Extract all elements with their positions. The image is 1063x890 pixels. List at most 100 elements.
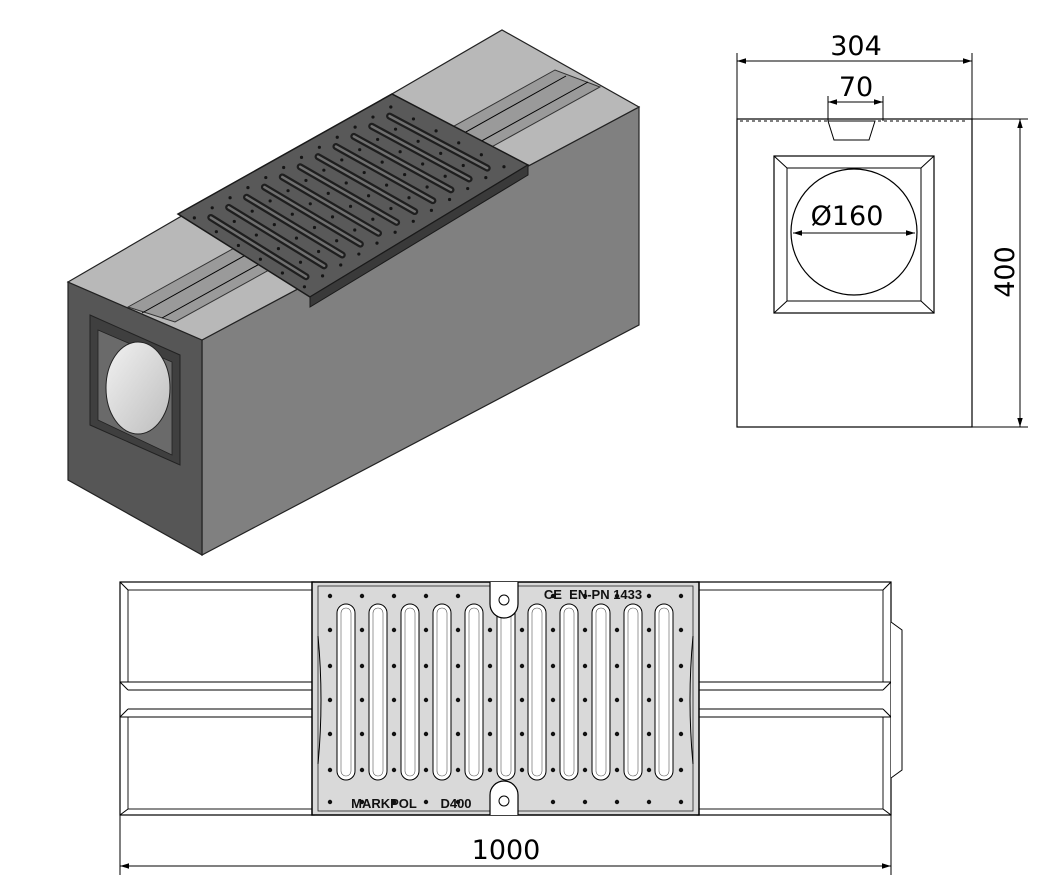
- grate-hole: [327, 627, 333, 633]
- grate-hole: [359, 697, 365, 703]
- iso-grate-slot-highlight: [370, 124, 471, 181]
- grate-slot-inner: [468, 607, 480, 777]
- isometric-view: [66, 29, 641, 557]
- iso-grate-hole: [302, 285, 307, 289]
- grate-slot-inner: [436, 607, 448, 777]
- iso-grate-hole: [312, 225, 317, 230]
- grate-hole: [582, 697, 588, 703]
- grate-hole: [359, 767, 365, 773]
- iso-grate-hole: [344, 181, 348, 185]
- grate-hole: [391, 731, 397, 737]
- grate-hole: [614, 697, 620, 703]
- plan-outlet-spigot: [890, 621, 903, 779]
- plan-left-body: [119, 581, 315, 816]
- iso-grate-hole: [258, 257, 263, 261]
- grate-hole: [487, 697, 493, 703]
- grate-hole: [582, 663, 588, 669]
- iso-grate-hole: [308, 202, 312, 206]
- grate-slot: [654, 603, 674, 781]
- iso-grate-hole: [290, 212, 294, 216]
- iso-grate-hole: [439, 151, 443, 156]
- iso-grate-hole: [299, 155, 304, 159]
- iso-grate-hole: [294, 236, 299, 240]
- iso-grate-hole: [348, 204, 353, 208]
- iso-grate-slot-highlight: [388, 114, 489, 170]
- iso-grate-hole: [340, 158, 344, 162]
- grate-hole: [646, 627, 652, 633]
- grate-slot: [400, 603, 420, 781]
- grate-hole: [678, 627, 684, 633]
- grate-hole: [359, 663, 365, 669]
- grate-hole: [550, 697, 556, 703]
- plan-grate-slots: [336, 603, 674, 781]
- pipe-diameter-label: Ø160: [811, 201, 884, 232]
- grate-hole: [455, 731, 461, 737]
- iso-grate-hole: [282, 165, 286, 170]
- iso-grate-hole: [393, 127, 398, 131]
- iso-grate-hole: [322, 168, 326, 172]
- end-view-pipe-circle: [790, 168, 918, 296]
- iso-grate-slot-highlight: [298, 165, 398, 224]
- grate-slot: [336, 603, 356, 781]
- plan-right-body: [696, 581, 892, 816]
- grate-hole: [550, 627, 556, 633]
- iso-grate-hole: [192, 216, 196, 220]
- iso-grate-hole: [380, 160, 384, 164]
- iso-grate-hole: [434, 129, 438, 133]
- iso-grate-hole: [389, 206, 393, 211]
- length-dimension-label: 1000: [472, 835, 541, 866]
- iso-grate-slot-highlight: [245, 195, 344, 257]
- slot-width-dimension-label: 70: [839, 72, 873, 103]
- grate-hole: [327, 799, 333, 805]
- grate-hole: [391, 799, 397, 805]
- grate-hole: [582, 731, 588, 737]
- iso-grate-hole: [429, 208, 434, 212]
- grate-hole: [614, 663, 620, 669]
- iso-grate-edge: [309, 164, 529, 308]
- grate-hole: [327, 663, 333, 669]
- iso-grate-hole: [443, 174, 447, 178]
- grate-slot-inner: [658, 607, 670, 777]
- grate-hole: [646, 731, 652, 737]
- grate-hole: [614, 731, 620, 737]
- iso-grate-hole: [407, 196, 411, 200]
- grate-slot: [464, 603, 484, 781]
- grate-hole: [614, 799, 620, 805]
- grate-hole: [391, 593, 397, 599]
- iso-grate-slot-highlight: [281, 175, 380, 235]
- grate-hole: [327, 697, 333, 703]
- iso-grate-hole: [264, 175, 268, 180]
- iso-grate-hole: [389, 105, 393, 109]
- grate-hole: [678, 697, 684, 703]
- grate-slot: [432, 603, 452, 781]
- grate-hole: [550, 731, 556, 737]
- iso-grate-hole: [398, 150, 402, 154]
- iso-grate-hole: [393, 230, 397, 234]
- iso-grate-hole: [403, 172, 407, 177]
- grate-manufacturer-marking: MARKPOL: [351, 796, 417, 811]
- grate-slot-inner: [372, 607, 384, 777]
- iso-grate-hole: [268, 199, 272, 203]
- width-dimension-label: 304: [830, 31, 882, 62]
- iso-grate-hole: [214, 230, 218, 234]
- grate-slot-inner: [340, 607, 352, 777]
- grate-hole: [455, 697, 461, 703]
- iso-grate-slot-highlight: [263, 185, 362, 246]
- iso-grate-hole: [236, 243, 240, 248]
- iso-grate-hole: [335, 135, 339, 139]
- iso-grate-slot-highlight: [352, 135, 453, 192]
- iso-grate-hole: [362, 170, 366, 175]
- grate-hole: [582, 593, 588, 599]
- grate-hole: [550, 767, 556, 773]
- iso-grate-hole: [250, 209, 254, 213]
- grate-hole: [678, 767, 684, 773]
- grate-hole: [582, 799, 588, 805]
- grate-hole: [614, 627, 620, 633]
- iso-grate-hole: [371, 217, 375, 221]
- grate-slot: [496, 603, 516, 781]
- grate-hole: [582, 767, 588, 773]
- height-dimension-label: 400: [990, 246, 1021, 298]
- grate-hole: [423, 731, 429, 737]
- grate-hole: [359, 731, 365, 737]
- iso-grate-hole: [479, 153, 483, 157]
